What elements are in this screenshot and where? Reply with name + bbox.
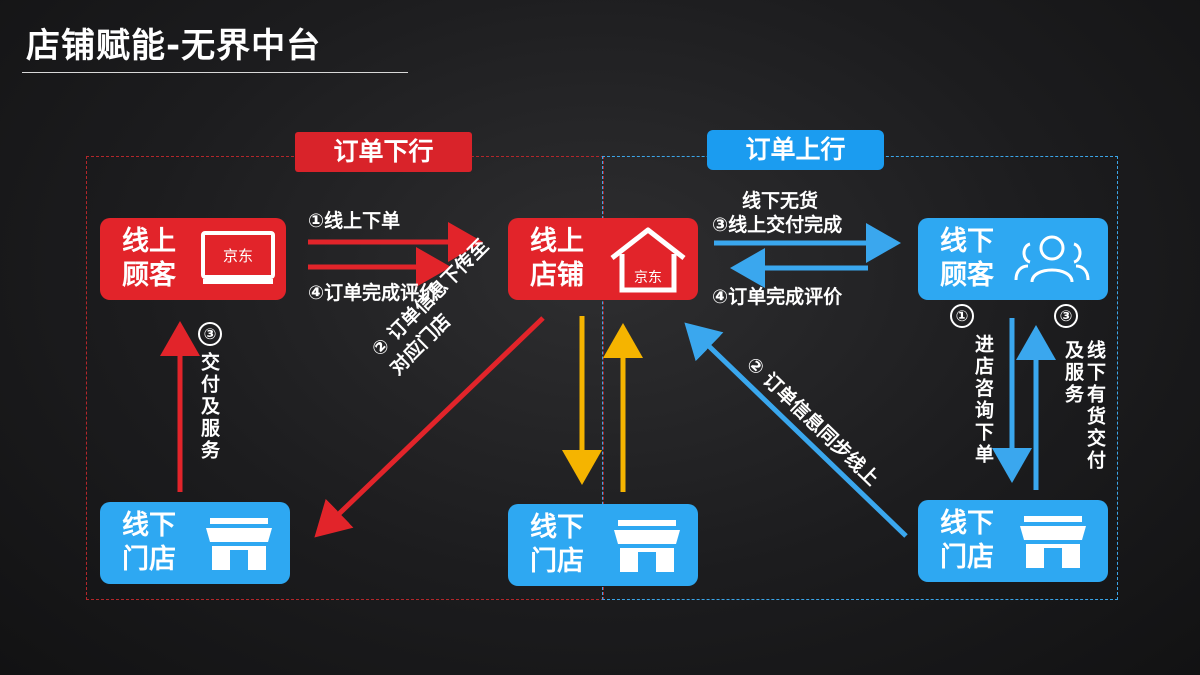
shop-icon	[1020, 516, 1086, 568]
offline-store-left-node: 线下 门店	[100, 502, 290, 584]
offline-store-mid-node: 线下 门店	[508, 504, 698, 586]
step-text: 线上下单	[324, 210, 401, 232]
step-deliver-left-number: ③	[198, 322, 222, 346]
house-brand-text: 京东	[634, 270, 662, 286]
tv-icon: 京东	[201, 231, 275, 284]
page-title: 店铺赋能-无界中台	[26, 26, 322, 66]
online-store-label: 线上 店铺	[530, 226, 584, 291]
store-house-icon: 京东	[610, 227, 686, 293]
shop-icon	[614, 520, 680, 572]
arrow-order-to-store	[314, 316, 545, 538]
step-review-left-label: ④订单完成评价	[308, 278, 438, 305]
step-number: ①	[308, 210, 325, 232]
step-visit-store-text: 进店咨询下单	[972, 334, 994, 466]
order-down-tag: 订单下行	[295, 132, 472, 172]
step-deliver-left-text: 交付及服务	[198, 352, 220, 462]
shop-icon	[206, 518, 272, 570]
step-number: ④	[308, 282, 325, 304]
users-icon	[1014, 235, 1090, 283]
tv-brand-text: 京东	[223, 247, 253, 265]
step-in-stock-text: 线下有货交付及服务	[1062, 340, 1106, 472]
arrow-order-sync-online	[684, 322, 908, 538]
step-text: 订单完成评价	[324, 282, 439, 304]
step-no-stock-line2: ③线上交付完成	[712, 210, 842, 237]
offline-store-mid-label: 线下 门店	[530, 512, 584, 577]
online-store-node: 线上 店铺 京东	[508, 218, 698, 300]
step-online-order-label: ①线上下单	[308, 206, 400, 233]
step-text: 订单完成评价	[728, 286, 843, 308]
step-in-stock-number: ③	[1054, 304, 1078, 328]
offline-store-right-node: 线下 门店	[918, 500, 1108, 582]
title-underline	[22, 72, 408, 73]
step-text: 线上交付完成	[728, 214, 843, 236]
online-customer-node: 线上 顾客 京东	[100, 218, 286, 300]
step-visit-store-number: ①	[950, 304, 974, 328]
step-number: ④	[712, 286, 729, 308]
step-no-stock-line1: 线下无货	[742, 190, 819, 212]
step-review-right-label: ④订单完成评价	[712, 282, 842, 309]
order-up-tag: 订单上行	[707, 130, 884, 170]
step-number: ③	[712, 214, 729, 236]
offline-store-right-label: 线下 门店	[940, 508, 994, 573]
offline-store-left-label: 线下 门店	[122, 510, 176, 575]
offline-customer-node: 线下 顾客	[918, 218, 1108, 300]
offline-customer-label: 线下 顾客	[940, 226, 994, 291]
online-customer-label: 线上 顾客	[122, 226, 176, 291]
